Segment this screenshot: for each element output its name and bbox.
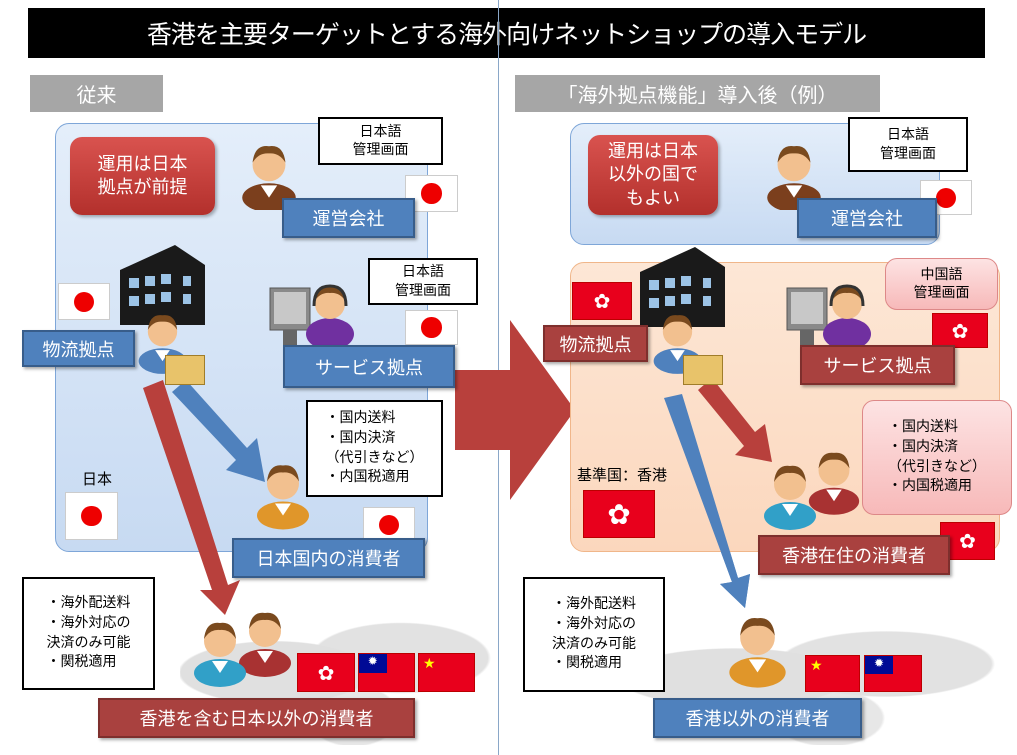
red-arrow-overseas (143, 380, 240, 615)
big-transition-arrow (455, 320, 575, 500)
consumer-icon (760, 452, 820, 534)
hong-kong-flag-icon: ✿ (572, 282, 632, 320)
label-logistics: 物流拠点 (22, 330, 135, 367)
label-operator: 運営会社 (282, 198, 415, 238)
callout-any-country: 運用は日本 以外の国で もよい (588, 135, 718, 215)
service-speech: 中国語 管理画面 (885, 258, 998, 310)
callout-japan-base: 運用は日本 拠点が前提 (70, 137, 215, 215)
overseas-speech: ・海外配送料 ・海外対応の 決済のみ可能 ・関税適用 (22, 577, 155, 690)
taiwan-flag-icon (358, 653, 415, 692)
label-service: サービス拠点 (283, 345, 455, 388)
domestic-speech: ・国内送料 ・国内決済 （代引きなど） ・内国税適用 (306, 400, 443, 497)
country-text: 日本 (82, 470, 113, 488)
hong-kong-flag-icon: ✿ (297, 653, 355, 692)
package-icon (683, 355, 723, 385)
country-text: 基準国：香港 (577, 466, 668, 484)
taiwan-flag-icon (864, 655, 922, 692)
label-overseas-consumer: 香港を含む日本以外の消費者 (98, 698, 415, 738)
label-service: サービス拠点 (800, 345, 955, 385)
operator-speech: 日本語 管理画面 (318, 117, 443, 165)
japan-flag-icon (58, 283, 110, 320)
china-flag-icon: ★ (418, 653, 475, 692)
overseas-conditions: ・海外配送料 ・海外対応の 決済のみ可能 ・関税適用 (552, 596, 636, 672)
domestic-speech: ・国内送料 ・国内決済 （代引きなど） ・内国税適用 (862, 400, 1012, 515)
label-logistics: 物流拠点 (543, 325, 648, 362)
service-operator-icon (785, 268, 875, 353)
domestic-conditions: ・国内送料 ・国内決済 （代引きなど） ・内国税適用 (325, 410, 424, 486)
label-operator: 運営会社 (797, 198, 937, 238)
hong-kong-flag-icon: ✿ (583, 490, 655, 538)
section-header-after: 「海外拠点機能」導入後（例） (515, 75, 880, 112)
overseas-conditions: ・海外配送料 ・海外対応の 決済のみ可能 ・関税適用 (46, 595, 131, 671)
label-domestic-consumer: 日本国内の消費者 (232, 538, 425, 578)
page-title: 香港を主要ターゲットとする海外向けネットショップの導入モデル (28, 8, 985, 58)
package-icon (165, 355, 205, 385)
hong-kong-flag-icon: ✿ (932, 313, 988, 348)
service-speech: 日本語 管理画面 (368, 258, 478, 305)
japan-flag-icon (405, 310, 458, 345)
domestic-conditions: ・国内送料 ・国内決済 （代引きなど） ・内国税適用 (888, 419, 986, 495)
operator-speech: 日本語 管理画面 (848, 117, 968, 172)
section-header-before: 従来 (30, 75, 163, 112)
japan-flag-icon (363, 507, 415, 542)
label-hk-consumer: 香港在住の消費者 (758, 535, 950, 575)
blue-arrow-domestic (172, 380, 265, 482)
label-non-hk-consumer: 香港以外の消費者 (653, 698, 862, 738)
overseas-speech: ・海外配送料 ・海外対応の 決済のみ可能 ・関税適用 (523, 577, 665, 692)
consumer-icon (725, 605, 790, 690)
china-flag-icon: ★ (805, 655, 860, 692)
japan-flag-icon (65, 492, 118, 540)
